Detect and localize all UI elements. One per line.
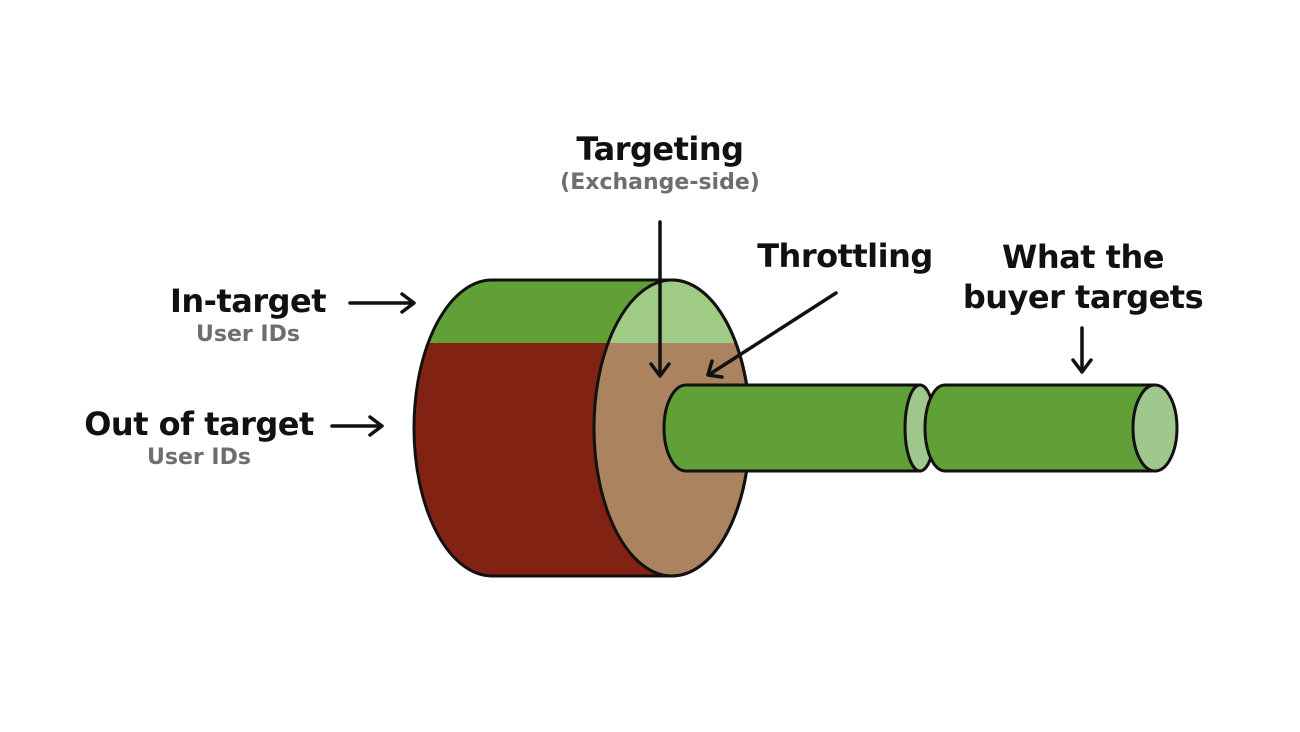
buyer-target-pipe: [923, 383, 1179, 473]
targeting-label-group: Targeting (Exchange-side): [520, 130, 800, 195]
throttling-arrow: [706, 291, 838, 379]
in-target-label-group: In-target User IDs: [160, 282, 336, 347]
out-of-target-arrow: [330, 415, 384, 437]
out-of-target-label-group: Out of target User IDs: [80, 405, 318, 470]
buyer-target-pipe-end: [1131, 383, 1179, 473]
buyer-targets-arrow: [1071, 326, 1093, 374]
in-target-subtitle: User IDs: [196, 322, 300, 347]
throttled-pipe: [662, 383, 937, 473]
targeting-title: Targeting: [576, 130, 744, 168]
targeting-subtitle: (Exchange-side): [560, 170, 760, 195]
out-of-target-title: Out of target: [84, 405, 314, 443]
targeting-arrow: [649, 220, 671, 378]
buyer-targets-line2: buyer targets: [962, 278, 1204, 316]
in-target-title: In-target: [169, 282, 327, 320]
in-target-arrow: [348, 292, 416, 314]
throttling-label-group: Throttling: [745, 237, 945, 275]
buyer-targets-line1: What the: [1002, 238, 1164, 276]
throttling-title: Throttling: [757, 237, 933, 275]
out-of-target-subtitle: User IDs: [147, 445, 251, 470]
buyer-targets-label-group: What the buyer targets: [950, 237, 1216, 317]
